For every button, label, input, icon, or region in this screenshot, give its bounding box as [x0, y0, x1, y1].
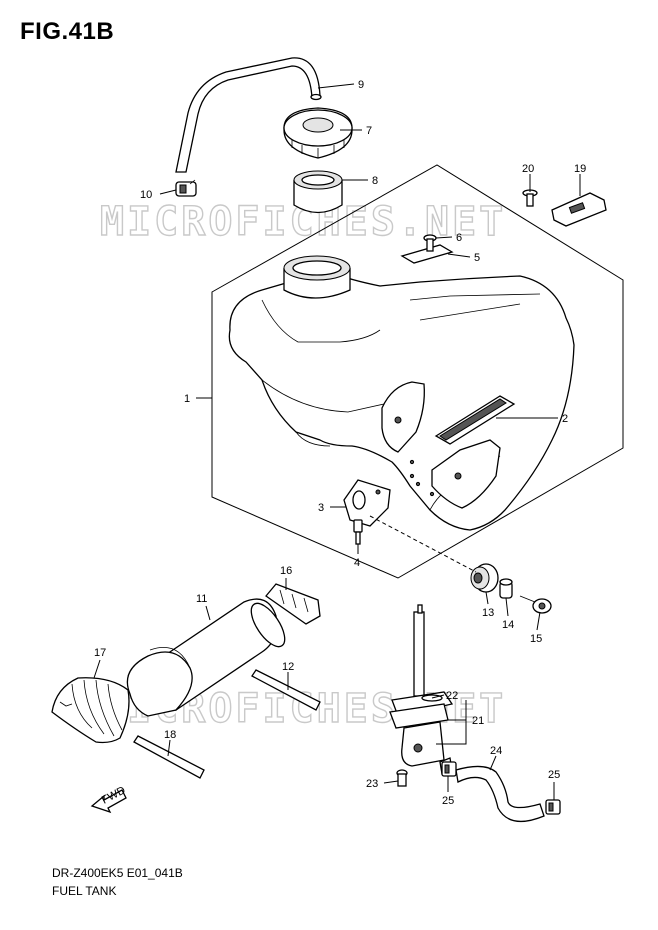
flange-bolt: [519, 595, 552, 614]
model-code: DR-Z400EK5 E01_041B: [52, 866, 183, 880]
callout-22: 22: [446, 690, 458, 702]
hose-clamp-right: [545, 799, 561, 815]
hose-clip: [175, 179, 197, 197]
callout-24: 24: [490, 745, 502, 757]
fuel-tank-body: [228, 255, 575, 531]
callout-17: 17: [94, 647, 106, 659]
callout-11: 11: [196, 593, 207, 605]
callout-3: 3: [318, 502, 324, 514]
tank-bracket: [343, 479, 391, 527]
cable-tie-18: [133, 735, 205, 779]
figure-title: FIG.41B: [20, 18, 115, 45]
cover-clip: [265, 583, 321, 625]
screw-23: [396, 769, 408, 787]
callout-numbers: 1 2 3 4 5 6 7 8 9 10 11 12 13 14 15 16 1…: [94, 79, 586, 807]
callout-7: 7: [366, 125, 372, 137]
bolt-4: [353, 519, 363, 545]
callout-8: 8: [372, 175, 378, 187]
callout-25-left: 25: [442, 795, 454, 807]
callout-16: 16: [280, 565, 292, 577]
heat-shield-sleeve: [126, 598, 286, 717]
leader-lines: [93, 83, 581, 800]
callout-6: 6: [456, 232, 462, 244]
hose-clamp-left: [441, 761, 457, 777]
callout-1: 1: [184, 393, 190, 405]
rubber-mount: [470, 563, 499, 593]
callout-15: 15: [530, 633, 542, 645]
callout-21: 21: [472, 715, 484, 727]
callout-4: 4: [354, 557, 360, 569]
cable-tie-12: [251, 669, 321, 711]
fuel-cock-assembly: [389, 604, 454, 775]
callout-13: 13: [482, 607, 494, 619]
tank-decal: [434, 395, 516, 445]
fuel-cap: [283, 107, 353, 159]
tank-strap: [551, 192, 607, 227]
screw-20: [522, 189, 538, 207]
forward-arrow-icon: FWD: [90, 784, 128, 814]
assembly-outline: [211, 164, 624, 579]
mounting-bracket: [400, 234, 454, 264]
breather-hose: [175, 57, 322, 173]
callout-18: 18: [164, 729, 176, 741]
spacer-collar: [499, 578, 513, 599]
fuel-hose: [455, 765, 545, 823]
callout-23: 23: [366, 778, 378, 790]
callout-20: 20: [522, 163, 534, 175]
corrugated-cover: [51, 677, 130, 744]
callout-12: 12: [282, 661, 294, 673]
figure-name: FUEL TANK: [52, 884, 117, 898]
cap-gasket: [293, 170, 343, 214]
callout-5: 5: [474, 252, 480, 264]
callout-19: 19: [574, 163, 586, 175]
callout-9: 9: [358, 79, 364, 91]
callout-25-right: 25: [548, 769, 560, 781]
callout-10: 10: [140, 189, 152, 201]
callout-2: 2: [562, 413, 568, 425]
callout-14: 14: [502, 619, 514, 631]
